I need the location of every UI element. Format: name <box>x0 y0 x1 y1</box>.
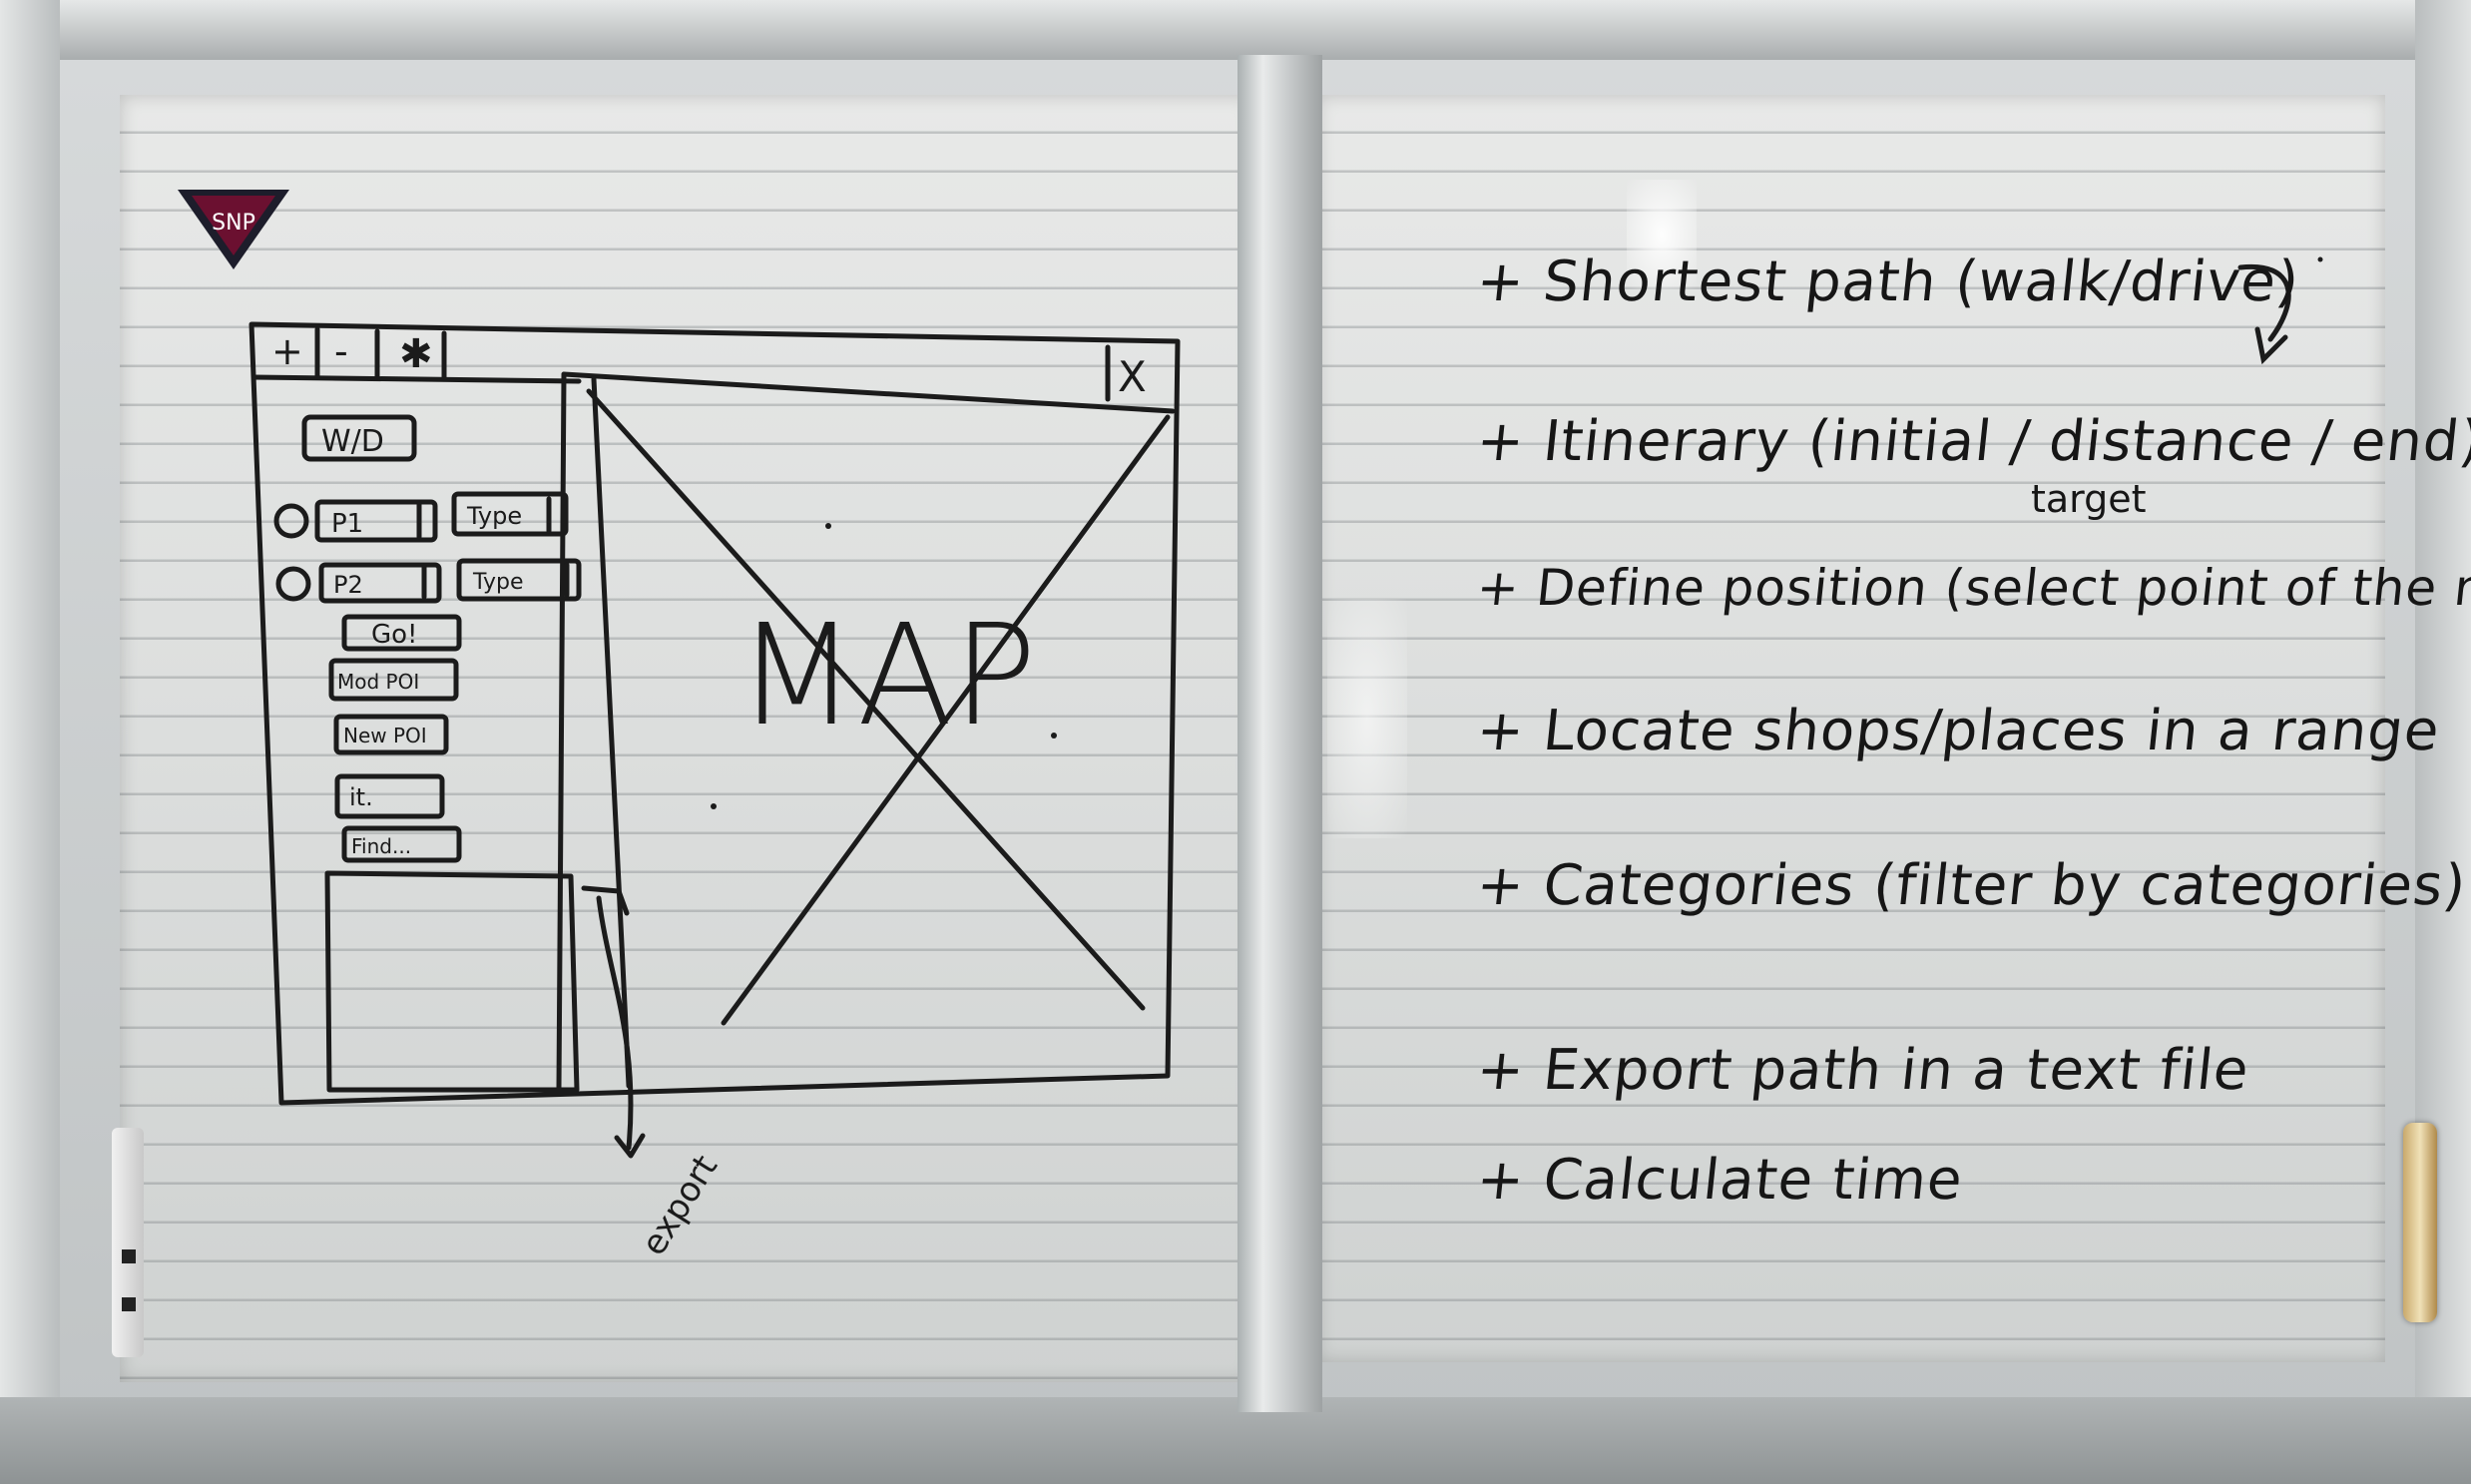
sliding-handle[interactable] <box>2403 1123 2437 1322</box>
list-item-export-path: + Export path in a text file <box>1473 1038 2252 1103</box>
point2-type-label: Type <box>472 570 524 595</box>
frame-left-rail <box>0 0 60 1484</box>
latch-hole <box>122 1297 136 1311</box>
asterisk-icon: ✱ <box>399 331 433 377</box>
export-note: export <box>634 1149 726 1263</box>
frame-bottom-rail <box>0 1397 2471 1484</box>
list-item-categories: + Categories (filter by categories) <box>1473 853 2470 918</box>
mod-poi-label: Mod POI <box>337 670 419 694</box>
list-item-calculate-time: + Calculate time <box>1473 1148 1967 1213</box>
snp-logo: SNP <box>178 190 289 269</box>
point1-type-label: Type <box>466 502 522 530</box>
new-poi-label: New POI <box>343 724 427 747</box>
center-mullion <box>1237 55 1322 1412</box>
latch <box>112 1128 144 1357</box>
find-label: Find... <box>351 834 411 858</box>
it-label: it. <box>349 783 373 811</box>
zoom-in-glyph: + <box>271 329 303 373</box>
point2-field-label: P2 <box>333 571 363 599</box>
whiteboard-left-panel <box>120 95 1252 1382</box>
frame-top-rail <box>0 0 2471 60</box>
itinerary-sub-note: target <box>2031 477 2147 521</box>
point1-field-label: P1 <box>331 509 363 539</box>
zoom-out-glyph: - <box>334 329 348 373</box>
svg-text:SNP: SNP <box>212 211 255 236</box>
sketch-window-outline <box>248 321 1181 1106</box>
light-glare <box>1327 599 1407 838</box>
map-label: MAP <box>737 595 1037 757</box>
list-item-itinerary: + Itinerary (initial / distance / end) <box>1473 409 2471 474</box>
whiteboard-right-panel <box>1317 95 2385 1362</box>
latch-hole <box>122 1249 136 1263</box>
list-item-shortest-path: + Shortest path (walk/drive) <box>1473 249 2303 314</box>
go-button-label: Go! <box>371 620 417 650</box>
mode-button-label: W/D <box>321 424 384 459</box>
close-glyph: X <box>1118 352 1147 401</box>
list-item-define-position: + Define position (select point of the m… <box>1473 559 2471 617</box>
list-item-locate-shops: + Locate shops/places in a range <box>1473 699 2443 763</box>
light-glare <box>1627 180 1697 289</box>
